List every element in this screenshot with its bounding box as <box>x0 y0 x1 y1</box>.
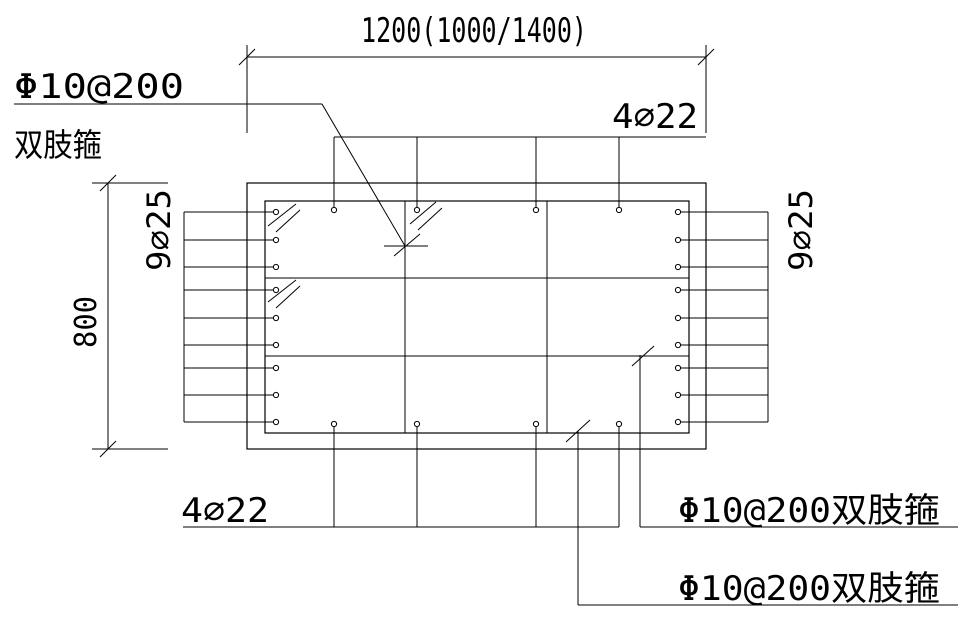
stirrup-hook-ticks <box>267 201 655 443</box>
bottom-right-stirrup-label-2: Φ10@200双肢箍 <box>678 569 940 609</box>
section-outer-outline <box>246 182 707 450</box>
top-left-stirrup-leader <box>14 103 428 257</box>
bottom-right-stirrup-leader-1 <box>639 355 958 528</box>
left-dimension-label: 800 <box>69 296 104 348</box>
right-side-bars-label: 9⌀25 <box>782 189 820 271</box>
stirrup-grid <box>265 201 689 433</box>
right-side-bars-leaders <box>678 211 769 423</box>
top-bars-label: 4⌀22 <box>612 97 698 137</box>
top-bars-leaders <box>333 136 706 210</box>
bottom-right-stirrup-label-1: Φ10@200双肢箍 <box>678 491 940 531</box>
top-dimension <box>238 45 715 133</box>
left-side-bars-leaders <box>183 211 276 423</box>
top-left-stirrup-spec: Φ10@200 <box>14 67 184 107</box>
top-left-stirrup-type: 双肢箍 <box>14 126 102 164</box>
stirrup-outline <box>264 200 690 434</box>
left-side-bars-label: 9⌀25 <box>140 189 178 271</box>
rebar-dots <box>272 206 682 428</box>
bottom-right-stirrup-leader-2 <box>577 431 958 606</box>
bottom-bars-leaders <box>183 424 620 528</box>
bottom-bars-label: 4⌀22 <box>181 491 269 531</box>
top-dimension-label: 1200(1000/1400) <box>361 11 587 51</box>
left-dimension <box>92 174 168 458</box>
